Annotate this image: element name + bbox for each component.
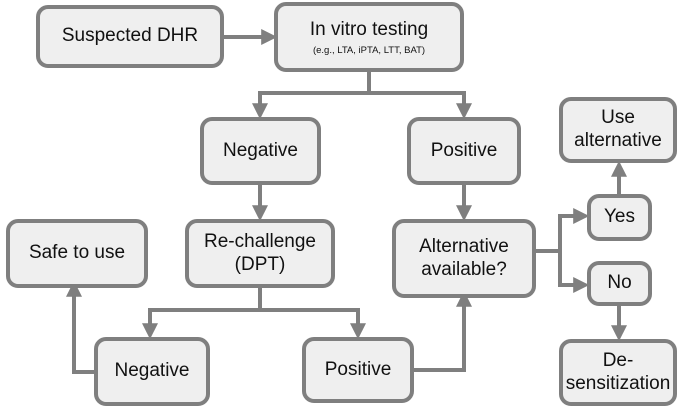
connector-rechallenge-negative <box>142 288 262 340</box>
desensitization-line1: De- <box>602 349 634 371</box>
yes-box: Yes <box>587 194 652 241</box>
desensitization-box: De- sensitization <box>559 339 677 406</box>
connector-invitro-split <box>252 72 371 120</box>
yes-label: Yes <box>604 206 635 228</box>
safe-to-use-box: Safe to use <box>6 219 148 288</box>
alternative-line2: available? <box>421 258 507 280</box>
connector-rechallenge-positive <box>260 308 366 340</box>
in-vitro-title: In vitro testing <box>309 18 429 40</box>
use-alternative-line1: Use <box>601 107 635 129</box>
connector-alternative-yes <box>536 208 590 253</box>
connector-invitro-positive <box>369 91 472 120</box>
negative-upper-label: Negative <box>223 139 298 161</box>
positive-upper-label: Positive <box>430 139 498 161</box>
suspected-dhr-box: Suspected DHR <box>36 5 224 68</box>
positive-box-lower: Positive <box>302 337 414 403</box>
use-alternative-box: Use alternative <box>559 97 677 163</box>
negative-box-upper: Negative <box>200 117 321 185</box>
safe-to-use-label: Safe to use <box>28 242 126 264</box>
use-alternative-line2: alternative <box>574 130 662 151</box>
in-vitro-testing-box: In vitro testing (e.g., LTA, iPTA, LTT, … <box>274 2 464 72</box>
no-box: No <box>587 261 652 306</box>
negative-lower-label: Negative <box>114 360 190 382</box>
rechallenge-box: Re-challenge (DPT) <box>185 219 335 288</box>
rechallenge-line1: Re-challenge <box>204 230 316 252</box>
alternative-line1: Alternative <box>419 235 509 257</box>
connector-positive-to-alternative <box>414 290 472 372</box>
rechallenge-line2: (DPT) <box>234 253 286 275</box>
negative-box-lower: Negative <box>94 337 210 406</box>
positive-box-upper: Positive <box>407 117 521 185</box>
no-label: No <box>607 272 632 294</box>
desensitization-line2: sensitization <box>565 372 671 394</box>
in-vitro-examples: (e.g., LTA, iPTA, LTT, BAT) <box>312 44 426 56</box>
connector-alternative-no <box>558 251 590 293</box>
positive-lower-label: Positive <box>324 358 392 380</box>
suspected-dhr-label: Suspected DHR <box>61 25 199 47</box>
connector-negative-to-safe <box>66 280 94 374</box>
alternative-available-box: Alternative available? <box>392 219 536 298</box>
